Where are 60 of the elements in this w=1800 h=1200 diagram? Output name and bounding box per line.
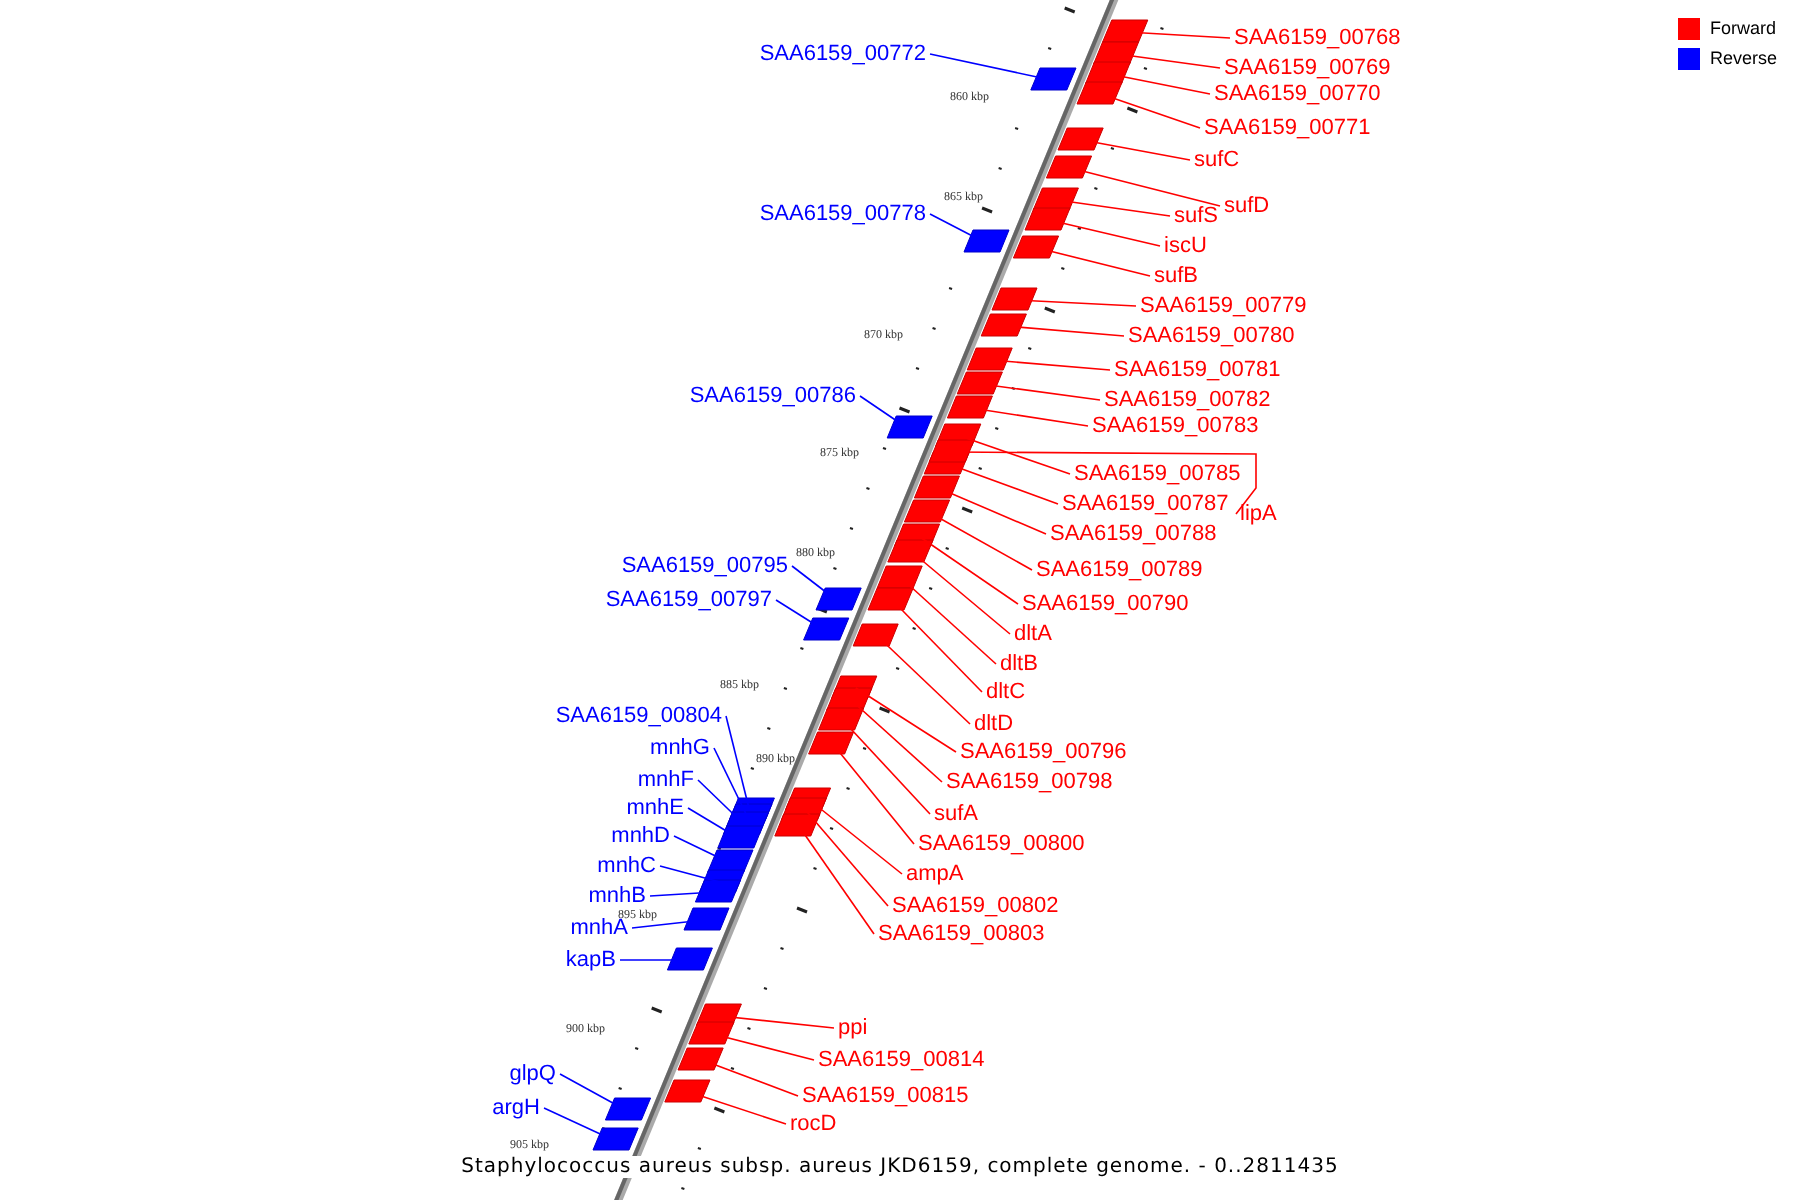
gene-label: sufA xyxy=(934,802,979,828)
leader-line xyxy=(659,865,721,883)
caption: Staphylococcus aureus subsp. aureus JKD6159, complete genome. - 0..2811435 xyxy=(461,1156,1339,1178)
gene-label: SAA6159_00783 xyxy=(1092,414,1259,440)
gene-label: mnhB xyxy=(588,884,646,910)
gene-label: SAA6159_00796 xyxy=(960,740,1127,766)
gene-label: argH xyxy=(492,1096,540,1122)
gene-label: SAA6159_00778 xyxy=(759,202,926,228)
legend-label: Reverse xyxy=(1710,48,1778,68)
gene-label: SAA6159_00789 xyxy=(1036,558,1203,584)
gene-label: SAA6159_00815 xyxy=(802,1084,969,1110)
gene-label: SAA6159_00786 xyxy=(689,384,856,410)
gene-label: mnhE xyxy=(626,796,684,822)
leader-line xyxy=(725,715,751,811)
leader-line xyxy=(713,747,748,817)
gene-label: SAA6159_00790 xyxy=(1022,592,1189,618)
gene-label: SAA6159_00769 xyxy=(1224,56,1391,82)
gene-label: sufD xyxy=(1224,194,1270,220)
gene-label: SAA6159_00785 xyxy=(1074,462,1241,488)
gene-label: SAA6159_00787 xyxy=(1062,492,1229,518)
gene-label: mnhG xyxy=(650,736,710,762)
gene-label: lipA xyxy=(1240,502,1277,528)
gene-label: SAA6159_00798 xyxy=(946,770,1113,796)
gene-label: mnhF xyxy=(637,768,694,794)
gene-label: SAA6159_00771 xyxy=(1204,116,1371,142)
gene-label: SAA6159_00781 xyxy=(1114,358,1281,384)
gene-label: SAA6159_00780 xyxy=(1128,324,1295,350)
gene-label: SAA6159_00814 xyxy=(818,1048,985,1074)
gene-label: dltB xyxy=(1000,652,1038,678)
gene-label: sufB xyxy=(1154,264,1199,290)
leader-line xyxy=(855,687,957,753)
gene-label: ampA xyxy=(906,862,964,888)
legend-label: Forward xyxy=(1710,18,1777,38)
gene-label: dltA xyxy=(1014,622,1052,648)
gene-label: mnhC xyxy=(597,854,656,880)
gene-label: SAA6159_00782 xyxy=(1104,388,1271,414)
gene-label: SAA6159_00770 xyxy=(1214,82,1381,108)
gene-label: SAA6159_00802 xyxy=(892,894,1059,920)
gene-label: rocD xyxy=(790,1112,837,1138)
gene-label: SAA6159_00768 xyxy=(1234,26,1401,52)
leader-line xyxy=(804,809,889,907)
gene-label: dltC xyxy=(986,680,1026,706)
gene-label: SAA6159_00804 xyxy=(555,704,722,730)
gene-label: SAA6159_00788 xyxy=(1050,522,1217,548)
gene-label: SAA6159_00797 xyxy=(605,588,772,614)
gene-label: dltD xyxy=(974,712,1014,738)
gene-label: sufC xyxy=(1194,148,1240,174)
gene-label: kapB xyxy=(565,948,616,974)
gene-label: iscU xyxy=(1164,234,1207,260)
gene-label: SAA6159_00779 xyxy=(1140,294,1307,320)
gene-label: mnhA xyxy=(570,916,628,942)
gene-label: mnhD xyxy=(611,824,670,850)
gene-label: SAA6159_00795 xyxy=(621,554,788,580)
gene-label: SAA6159_00772 xyxy=(759,42,926,68)
gene-label: SAA6159_00800 xyxy=(918,832,1085,858)
gene-label: ppi xyxy=(838,1016,868,1042)
gene-label: glpQ xyxy=(509,1062,556,1088)
gene-label: sufS xyxy=(1174,204,1219,230)
leader-line xyxy=(917,535,1019,605)
gene-label: SAA6159_00803 xyxy=(878,922,1045,948)
